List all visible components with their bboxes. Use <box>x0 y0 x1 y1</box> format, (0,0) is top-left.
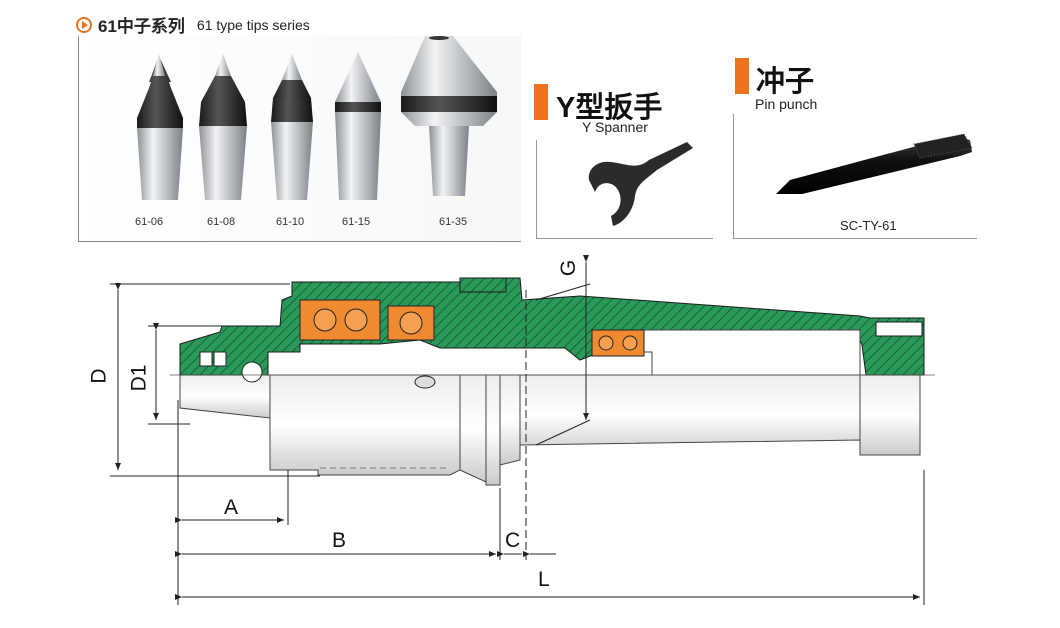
section-title-en: 61 type tips series <box>196 16 310 33</box>
nose-notch <box>199 351 213 367</box>
tip-61-15 <box>335 52 381 200</box>
play-circle-icon <box>76 16 92 33</box>
dim-label-D1: D1 <box>127 364 151 392</box>
section-header: 61中子系列 61 type tips series <box>76 12 310 37</box>
spanner-title-cn: Y型扳手 <box>556 92 663 124</box>
dim-label-B: B <box>332 529 347 552</box>
tip-label: 61-06 <box>135 216 164 228</box>
holder-lower-body <box>179 374 921 486</box>
bearing-set-front <box>299 299 435 341</box>
nose-notch <box>213 351 227 367</box>
tips-panel: 61-06 61-08 61-10 61-15 61-35 <box>78 36 521 242</box>
tip-61-35 <box>401 36 497 196</box>
punch-title-cn: 冲子 <box>756 66 815 98</box>
tip-label: 61-15 <box>342 216 371 228</box>
y-spanner-illustration <box>588 142 693 226</box>
locking-ball <box>241 361 263 383</box>
spanner-title-marker <box>534 84 548 120</box>
punch-title-marker <box>735 58 749 94</box>
punch-code: SC-TY-61 <box>840 218 897 233</box>
tip-61-08 <box>199 54 247 200</box>
spanner-box <box>536 140 713 239</box>
punch-title-en: Pin punch <box>755 96 818 112</box>
holder-technical-drawing <box>110 255 935 605</box>
punch-box: SC-TY-61 <box>733 114 977 239</box>
dim-label-C: C <box>505 529 521 552</box>
bearing-set-rear <box>591 329 645 357</box>
tip-label: 61-08 <box>207 216 236 228</box>
dim-label-G: G <box>557 259 581 277</box>
dim-label-L: L <box>538 568 550 591</box>
spanner-title-en: Y Spanner <box>582 119 648 135</box>
tip-label: 61-10 <box>276 216 305 228</box>
dim-label-D: D <box>87 368 111 384</box>
section-title-cn: 61中子系列 <box>98 17 185 36</box>
dimension-lines <box>110 255 925 605</box>
tips-illustration <box>137 36 497 200</box>
pin-punch-illustration <box>776 133 973 194</box>
set-screw <box>414 375 436 389</box>
holder-section-hatched <box>179 277 925 376</box>
tip-label: 61-35 <box>439 216 468 228</box>
dim-label-A: A <box>224 496 239 519</box>
tip-61-06 <box>137 54 183 200</box>
tip-61-10 <box>271 54 313 200</box>
